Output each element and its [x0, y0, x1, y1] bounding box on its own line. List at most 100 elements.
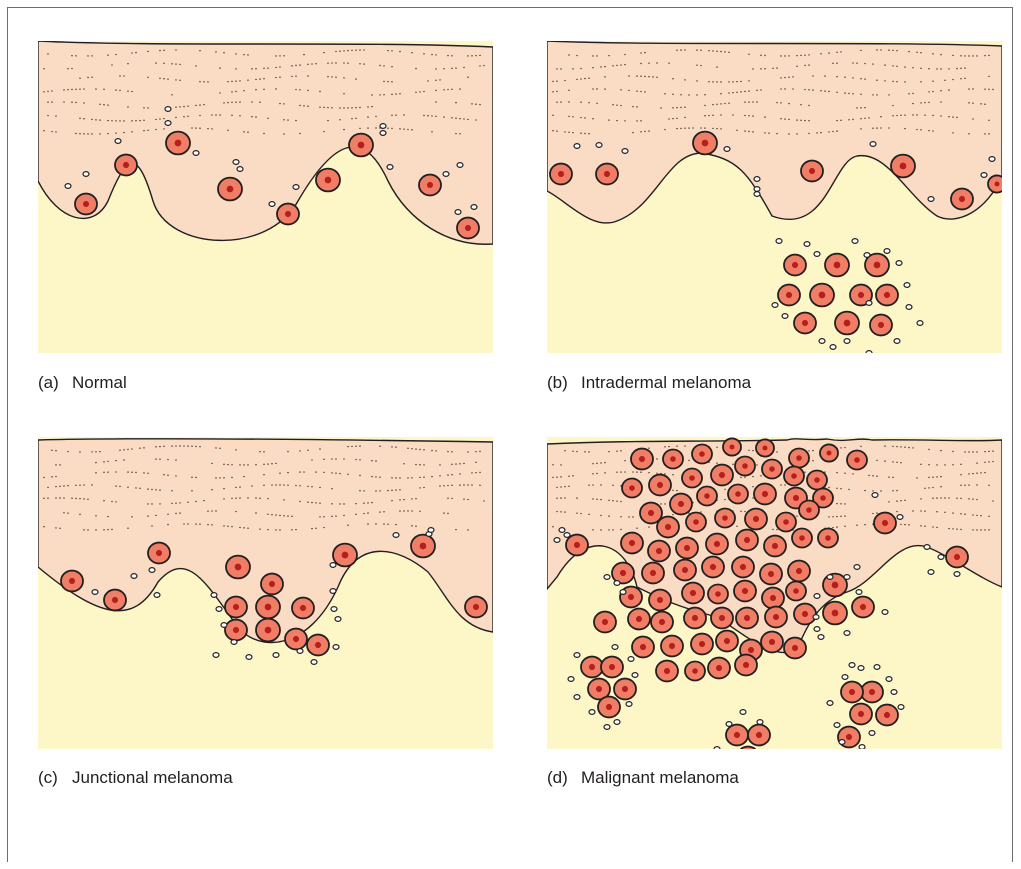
texture-dot: [319, 503, 320, 504]
texture-dot: [471, 103, 472, 104]
texture-dot: [928, 130, 929, 131]
texture-dot: [780, 484, 781, 485]
texture-dot: [279, 473, 280, 474]
texture-dot: [920, 68, 921, 69]
melanocyte-cell: [676, 538, 698, 559]
texture-dot: [828, 52, 829, 53]
texture-dot: [275, 88, 276, 89]
small-cell: [819, 339, 825, 344]
small-cell: [626, 702, 632, 707]
texture-dot: [640, 472, 641, 473]
texture-dot: [47, 498, 48, 499]
melanocyte-cell: [756, 439, 774, 456]
texture-dot: [964, 484, 965, 485]
texture-dot: [664, 93, 665, 94]
texture-dot: [856, 107, 857, 108]
small-cell: [844, 631, 850, 636]
texture-dot: [764, 116, 765, 117]
texture-dot: [175, 459, 176, 460]
texture-dot: [47, 102, 48, 103]
texture-dot: [131, 120, 132, 121]
small-cell: [131, 574, 137, 579]
texture-dot: [107, 529, 108, 530]
texture-dot: [87, 55, 88, 56]
texture-dot: [195, 127, 196, 128]
texture-dot: [992, 461, 993, 462]
texture-dot: [928, 449, 929, 450]
texture-dot: [411, 498, 412, 499]
texture-dot: [423, 477, 424, 478]
texture-dot: [764, 68, 765, 69]
melanocyte-cell: [876, 285, 898, 306]
texture-dot: [928, 91, 929, 92]
texture-dot: [908, 51, 909, 52]
small-cell: [193, 151, 199, 156]
texture-dot: [147, 77, 148, 78]
texture-dot: [215, 447, 216, 448]
texture-dot: [287, 119, 288, 120]
texture-dot: [51, 450, 52, 451]
texture-dot: [419, 511, 420, 512]
texture-dot: [900, 500, 901, 501]
texture-dot: [431, 54, 432, 55]
melanocyte-cell: [723, 438, 741, 455]
melanocyte-cell: [684, 608, 706, 629]
texture-dot: [63, 497, 64, 498]
texture-dot: [295, 89, 296, 90]
texture-dot: [115, 501, 116, 502]
texture-dot: [271, 514, 272, 515]
texture-dot: [375, 490, 376, 491]
texture-dot: [219, 92, 220, 93]
texture-dot: [820, 53, 821, 54]
texture-dot: [91, 133, 92, 134]
texture-dot: [163, 63, 164, 64]
texture-dot: [584, 117, 585, 118]
texture-dot: [772, 529, 773, 530]
melanocyte-cell: [820, 444, 838, 461]
texture-dot: [343, 129, 344, 130]
texture-dot: [784, 77, 785, 78]
texture-dot: [904, 524, 905, 525]
texture-dot: [604, 472, 605, 473]
texture-dot: [812, 89, 813, 90]
texture-dot: [307, 450, 308, 451]
texture-dot: [443, 116, 444, 117]
texture-dot: [608, 451, 609, 452]
texture-dot: [459, 133, 460, 134]
texture-dot: [556, 68, 557, 69]
texture-dot: [187, 502, 188, 503]
texture-dot: [387, 490, 388, 491]
texture-dot: [91, 119, 92, 120]
texture-dot: [375, 127, 376, 128]
texture-dot: [920, 510, 921, 511]
texture-dot: [720, 128, 721, 129]
texture-dot: [227, 130, 228, 131]
texture-dot: [231, 91, 232, 92]
texture-dot: [988, 89, 989, 90]
melanocyte-cell: [419, 175, 441, 196]
texture-dot: [796, 66, 797, 67]
texture-dot: [55, 476, 56, 477]
texture-dot: [748, 54, 749, 55]
texture-dot: [716, 66, 717, 67]
texture-dot: [888, 50, 889, 51]
melanocyte-cell: [277, 204, 299, 225]
texture-dot: [684, 128, 685, 129]
texture-dot: [123, 132, 124, 133]
texture-dot: [223, 488, 224, 489]
texture-dot: [259, 451, 260, 452]
small-cell: [714, 747, 720, 749]
texture-dot: [592, 529, 593, 530]
texture-dot: [267, 514, 268, 515]
melanocyte-cell: [649, 475, 671, 496]
texture-dot: [231, 81, 232, 82]
texture-dot: [960, 513, 961, 514]
texture-dot: [976, 499, 977, 500]
texture-dot: [131, 91, 132, 92]
texture-dot: [932, 130, 933, 131]
texture-dot: [211, 510, 212, 511]
texture-dot: [395, 447, 396, 448]
texture-dot: [564, 497, 565, 498]
texture-dot: [900, 115, 901, 116]
texture-dot: [900, 462, 901, 463]
